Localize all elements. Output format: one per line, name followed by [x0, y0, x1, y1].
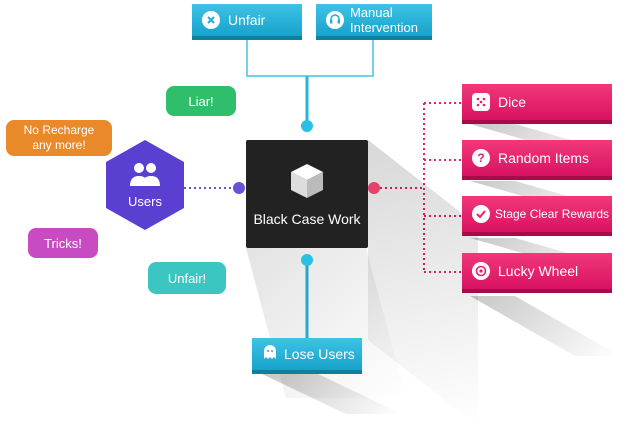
- manual-intervention-label: Manual Intervention: [350, 5, 418, 35]
- unfair-box: Unfair: [192, 4, 302, 40]
- liar-bubble: Liar!: [166, 86, 236, 116]
- users-label: Users: [128, 194, 162, 209]
- dice-box: Dice: [462, 84, 612, 124]
- check-icon: [472, 205, 490, 223]
- cube-icon: [287, 160, 327, 205]
- lucky-wheel-label: Lucky Wheel: [498, 263, 579, 279]
- stage-clear-rewards-box: Stage Clear Rewards: [462, 196, 612, 236]
- users-icon: [129, 160, 161, 193]
- stage-clear-rewards-label: Stage Clear Rewards: [495, 207, 610, 221]
- x-circle-icon: [202, 11, 220, 29]
- random-items-label: Random Items: [498, 150, 590, 166]
- lose-users-box: Lose Users: [252, 338, 362, 374]
- random-items-box: ? Random Items: [462, 140, 612, 180]
- top-dot: [301, 120, 313, 132]
- liar-text: Liar!: [188, 93, 214, 109]
- ghost-icon: [262, 344, 278, 365]
- headset-icon: [326, 11, 344, 29]
- users-node: Users: [104, 138, 186, 232]
- black-case-work-label: Black Case Work: [253, 211, 361, 227]
- tricks-bubble: Tricks!: [28, 228, 98, 258]
- dice-label: Dice: [498, 94, 527, 110]
- top-connector: [246, 38, 374, 77]
- target-icon: [472, 262, 490, 280]
- right-dot: [368, 182, 380, 194]
- question-icon: ?: [472, 149, 490, 167]
- unfair-bubble: Unfair!: [148, 262, 226, 294]
- lucky-wheel-box: Lucky Wheel: [462, 253, 612, 293]
- left-dot: [233, 182, 245, 194]
- lose-users-label: Lose Users: [284, 346, 355, 362]
- unfair-bubble-text: Unfair!: [167, 270, 207, 286]
- dice-icon: [472, 93, 490, 111]
- manual-intervention-box: Manual Intervention: [316, 4, 432, 40]
- tricks-text: Tricks!: [44, 235, 82, 251]
- unfair-label: Unfair: [228, 12, 266, 28]
- bottom-dot: [301, 254, 313, 266]
- black-case-work-box: Black Case Work: [246, 140, 368, 248]
- no-recharge-bubble: No Recharge any more!: [6, 120, 112, 156]
- no-recharge-text: No Recharge any more!: [23, 123, 95, 152]
